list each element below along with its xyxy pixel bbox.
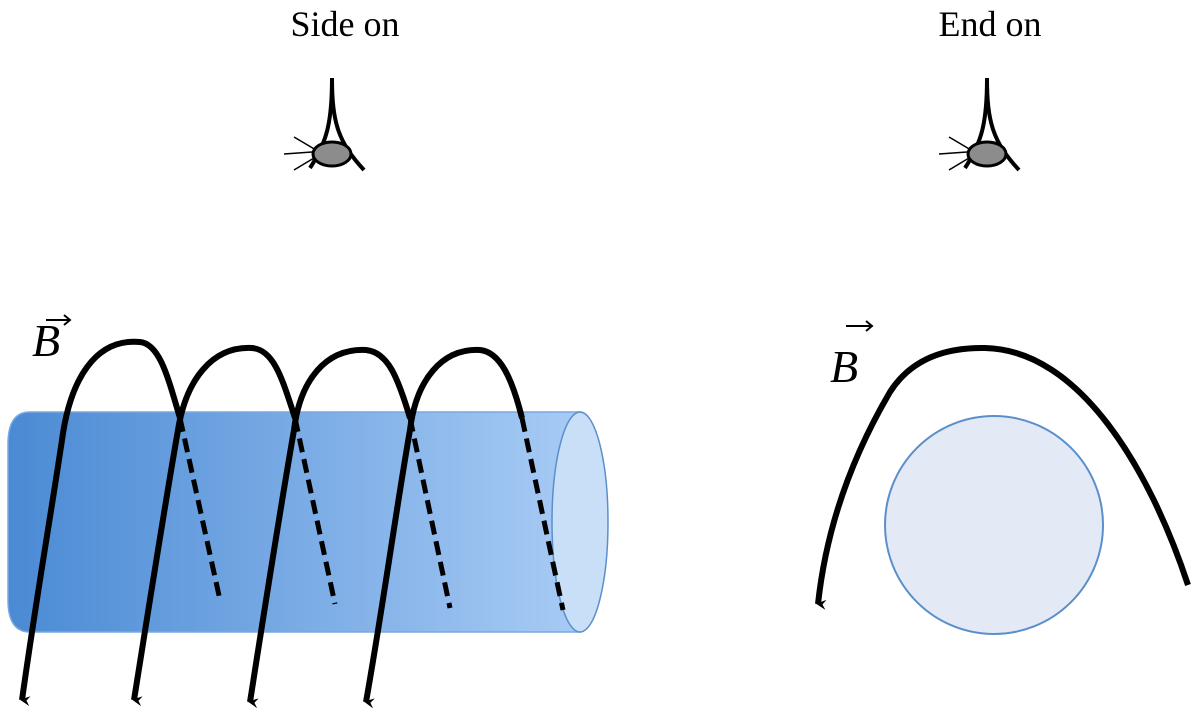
field-loop-4 [363, 346, 525, 709]
cross-section-circle [884, 415, 1104, 635]
eye-icon [938, 77, 1021, 172]
vector-arrow-icon [46, 314, 72, 326]
field-line-hidden-segments [177, 417, 566, 611]
side-on-title: Side on [290, 4, 399, 44]
field-line-circular [815, 344, 1191, 610]
cylinder [7, 411, 609, 633]
svg-text:B: B [32, 315, 60, 366]
end-on-title: End on [939, 4, 1042, 44]
field-label-side: B [32, 314, 72, 366]
field-loop-1 [19, 338, 183, 707]
cylinder-end-cap [551, 411, 609, 633]
eye-icon [283, 77, 366, 172]
field-label-end: B [830, 320, 874, 392]
vector-arrow-icon [846, 320, 874, 332]
field-loop-2 [131, 344, 298, 707]
field-lines-helical [19, 338, 525, 709]
svg-text:B: B [830, 341, 858, 392]
field-loop-3 [247, 346, 413, 709]
